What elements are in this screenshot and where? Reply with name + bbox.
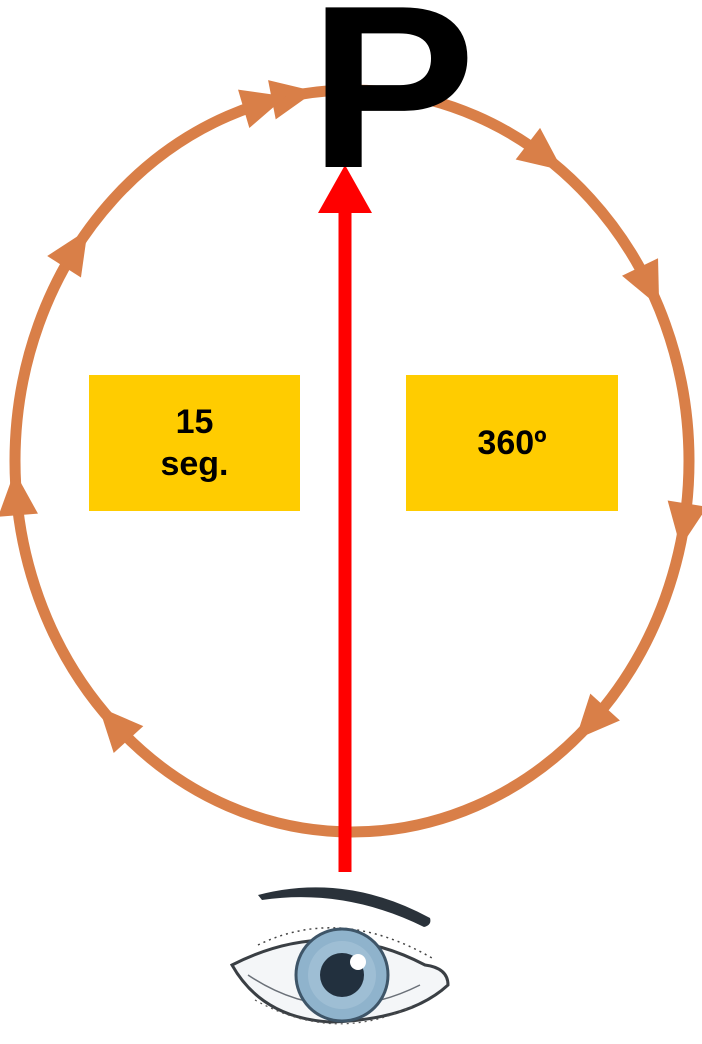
eye-lower-lashes	[254, 999, 416, 1025]
time-unit: seg.	[160, 445, 229, 483]
eyebrow	[258, 887, 431, 927]
orbit-direction-arrow-icon	[268, 80, 316, 120]
orbit-ellipse	[9, 84, 695, 838]
eye-highlight	[350, 954, 366, 970]
angle-label-box: 360º	[406, 375, 618, 511]
orbit-direction-arrow-icon	[98, 707, 144, 754]
angle-value: 360º	[477, 423, 547, 462]
eye-upper-lashes	[257, 927, 433, 959]
orbit-direction-arrow-icon	[667, 500, 702, 548]
orbit-direction-arrow-icon	[515, 127, 563, 171]
orbit-direction-arrow-icon	[575, 693, 620, 740]
orbit-arrows	[0, 80, 702, 754]
target-label-p: P	[308, 0, 476, 217]
eye-icon	[229, 887, 450, 1025]
time-value: 15	[175, 402, 214, 441]
time-label-box: 15 seg.	[89, 375, 300, 511]
orbit-direction-arrow-icon	[47, 229, 88, 278]
orbit-direction-arrow-icon	[0, 471, 38, 517]
sight-line-arrowhead-icon	[318, 165, 372, 213]
orbit-direction-arrow-icon	[622, 258, 660, 307]
orbit-direction-arrow-icon	[238, 89, 286, 128]
